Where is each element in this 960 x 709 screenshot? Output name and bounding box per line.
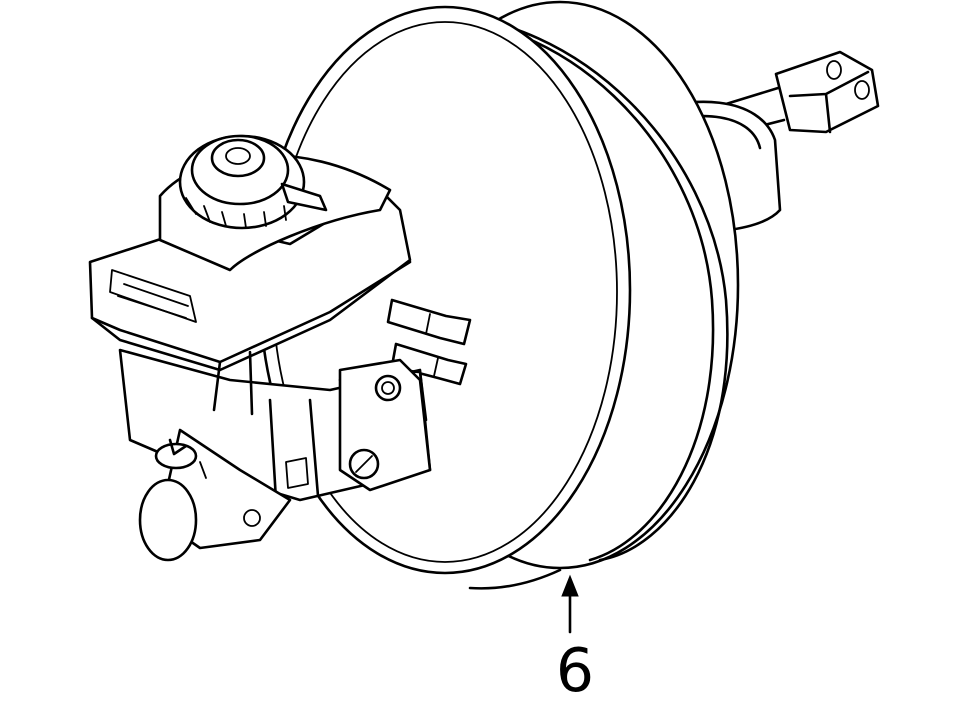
callout-number: 6 [555,636,595,706]
master-cylinder-barrel [138,428,292,562]
callout-6-arrow [561,574,579,634]
brake-line-fittings [386,298,472,386]
reservoir-cap [178,134,328,230]
pushrod-clevis [698,50,880,142]
